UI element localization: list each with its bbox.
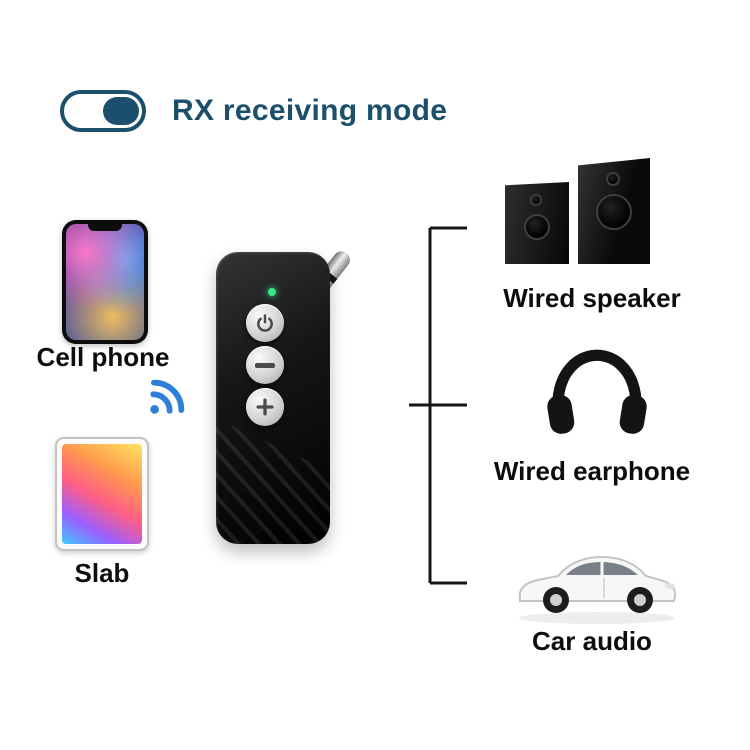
tablet-icon — [55, 437, 149, 551]
minus-button — [246, 346, 284, 384]
wired-earphone-label: Wired earphone — [493, 456, 691, 486]
speaker-tweeter — [530, 194, 542, 206]
cell-phone-icon — [62, 220, 148, 344]
status-led — [268, 288, 276, 296]
phone-screen — [66, 224, 144, 340]
speakers-icon — [505, 158, 657, 268]
bluetooth-receiver-icon — [216, 252, 330, 544]
minus-icon — [255, 362, 275, 368]
speaker-woofer — [596, 194, 632, 230]
wired-speaker-label: Wired speaker — [503, 283, 681, 313]
speaker-tweeter — [606, 172, 620, 186]
plus-icon — [256, 398, 274, 416]
headphones-icon — [547, 349, 647, 434]
power-icon — [257, 314, 273, 332]
tablet-screen — [62, 444, 142, 544]
cell-phone-label: Cell phone — [36, 342, 170, 372]
plus-button — [246, 388, 284, 426]
power-button — [246, 304, 284, 342]
toggle-knob — [103, 97, 139, 125]
rx-mode-toggle[interactable] — [60, 90, 146, 132]
wifi-signal-icon — [150, 379, 185, 414]
speaker-right — [578, 158, 650, 264]
phone-notch — [88, 224, 122, 231]
speaker-left — [505, 182, 569, 264]
tablet-label: Slab — [74, 558, 130, 588]
car-icon — [518, 555, 677, 624]
car-audio-label: Car audio — [532, 626, 652, 656]
rx-mode-title: RX receiving mode — [172, 94, 448, 127]
speaker-woofer — [524, 214, 550, 240]
